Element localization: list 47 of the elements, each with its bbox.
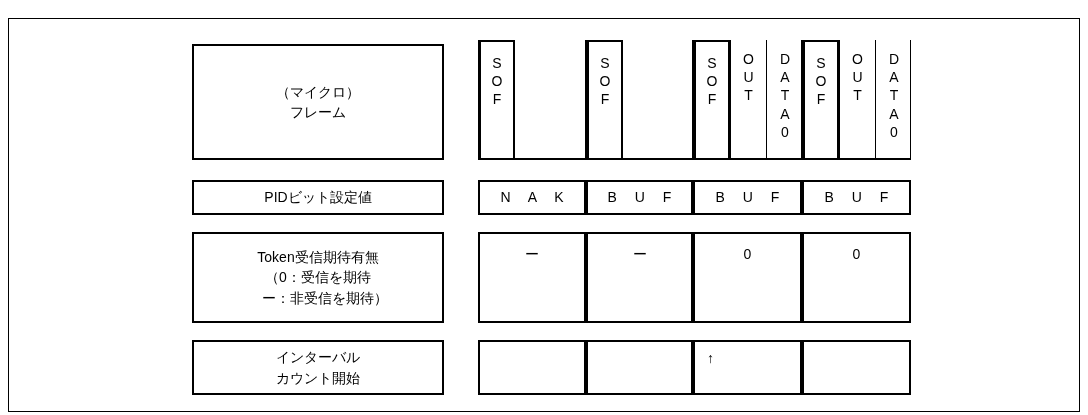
vertical-label: SOF [490, 54, 504, 110]
table-cell [802, 180, 911, 215]
row-header-box [192, 44, 444, 160]
header-text: インターバルカウント開始 [275, 348, 361, 388]
cell-text: 0 [743, 245, 752, 264]
frame-column [586, 40, 693, 160]
vertical-label: OUT [851, 50, 864, 106]
sof-packet-box [479, 40, 515, 160]
row-header-box [192, 180, 444, 215]
table-cell [693, 180, 802, 215]
cell-text: 0 [852, 245, 861, 264]
table-cell [478, 180, 586, 215]
vertical-label: OUT [742, 50, 755, 106]
frame-column [693, 40, 802, 160]
header-text: ー：非受信を期待） [261, 288, 388, 308]
table-cell [693, 232, 802, 323]
cell-text: N A K [500, 188, 564, 207]
sof-packet-box [803, 40, 839, 160]
vertical-label: DATA0 [887, 50, 901, 142]
vertical-label: SOF [598, 54, 612, 110]
row-header-box [192, 232, 444, 323]
vertical-label: DATA0 [778, 50, 792, 142]
header-text: PIDビット設定値 [264, 188, 372, 208]
table-cell [802, 232, 911, 323]
cell-text: B U F [824, 188, 889, 207]
header-text: （マイクロ）フレーム [275, 82, 361, 122]
sof-packet-box [694, 40, 730, 160]
table-cell [802, 340, 911, 395]
vertical-label: SOF [705, 54, 719, 110]
header-text: （0：受信を期待 [265, 268, 371, 288]
vertical-label: SOF [814, 54, 828, 110]
cell-text: ー [525, 245, 539, 264]
header-text: Token受信期待有無 [257, 248, 379, 268]
table-cell [586, 180, 693, 215]
cell-text: ↑ [707, 349, 714, 368]
cell-text: ー [632, 245, 647, 264]
cell-text: B U F [715, 188, 780, 207]
cell-text: B U F [607, 188, 672, 207]
row-header-box [192, 340, 444, 395]
table-cell [478, 232, 586, 323]
table-cell [586, 340, 693, 395]
frame-column [802, 40, 911, 160]
frame-column [478, 40, 586, 160]
table-cell [586, 232, 693, 323]
table-cell [478, 340, 586, 395]
sof-packet-box [587, 40, 623, 160]
table-cell [693, 340, 802, 395]
